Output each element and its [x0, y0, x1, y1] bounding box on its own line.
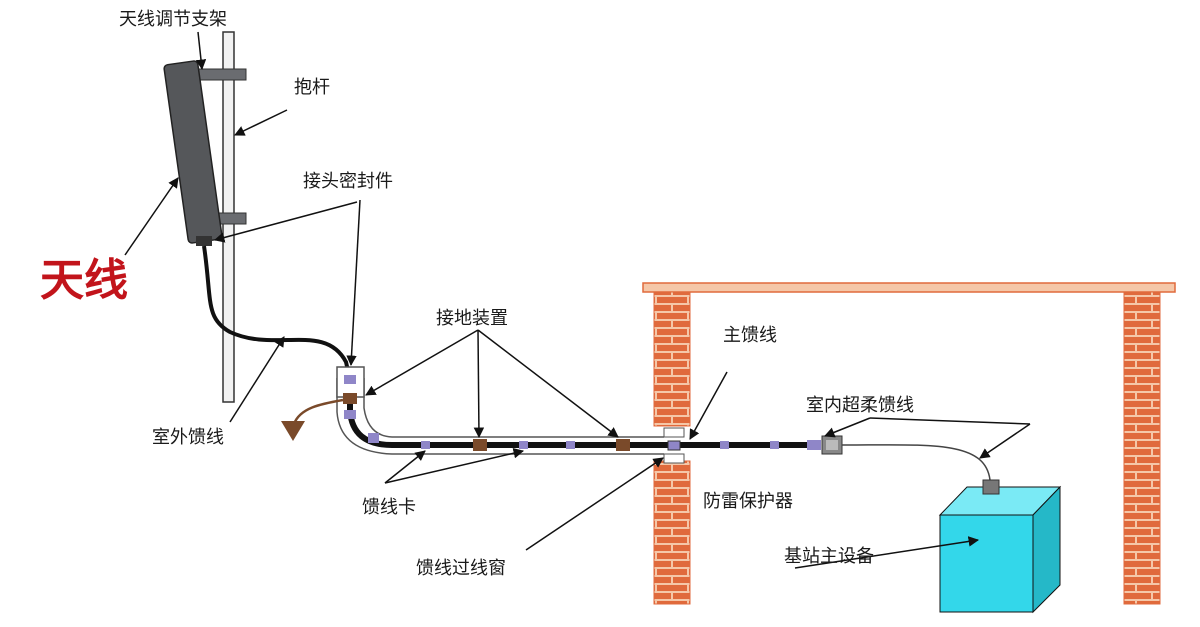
building	[642, 282, 1176, 605]
grounding-label: 接地装置	[436, 308, 508, 329]
grounding-kit-1	[343, 393, 357, 404]
earth-icon	[281, 421, 305, 441]
bts-label: 基站主设备	[784, 546, 874, 567]
joint-seal-label: 接头密封件	[303, 171, 393, 192]
feeder-clip	[519, 441, 528, 449]
left-wall-lower	[653, 460, 691, 605]
outdoor-feeder-cable	[202, 245, 352, 381]
lightning-protector	[807, 435, 843, 455]
indoor-jumper-cable	[841, 444, 991, 481]
grounding-kit-3	[616, 439, 630, 451]
leader-lines	[124, 31, 1031, 569]
jumper-leader-stub	[869, 417, 1031, 425]
roof-slab	[642, 282, 1176, 293]
feeder-clip	[720, 441, 729, 449]
left-wall-upper	[653, 291, 691, 427]
antenna-bracket-label: 天线调节支架	[119, 9, 227, 30]
antenna-assembly	[163, 60, 247, 246]
cable-tray	[336, 378, 664, 455]
indoor-jumper-label: 室内超柔馈线	[806, 395, 914, 416]
feeder-bend	[347, 380, 810, 448]
feeder-clip	[770, 441, 779, 449]
lightning-protector-label: 防雷保护器	[703, 491, 793, 512]
feeder-clip	[344, 410, 356, 419]
feeder-clip	[566, 441, 575, 449]
antenna-label: 天线	[40, 255, 128, 306]
grounding-kit-2	[473, 439, 487, 451]
feeder-clip	[421, 441, 430, 449]
feeder-window-label: 馈线过线窗	[416, 558, 506, 579]
bts-connector	[982, 479, 1000, 495]
outdoor-feeder-label: 室外馈线	[152, 427, 224, 448]
feeder-clip	[344, 375, 356, 384]
right-wall	[1123, 291, 1161, 605]
main-feeder-label: 主馈线	[723, 325, 777, 346]
antenna-connector	[196, 236, 212, 246]
bts-equipment	[938, 479, 1062, 614]
pole-label: 抱杆	[294, 77, 330, 98]
ground-wire	[292, 398, 344, 425]
antenna-body	[163, 60, 223, 244]
feeder-clip-label: 馈线卡	[362, 497, 416, 518]
feeder-window	[663, 427, 685, 464]
feeder-clips	[344, 375, 779, 449]
feeder-clip	[368, 433, 379, 443]
